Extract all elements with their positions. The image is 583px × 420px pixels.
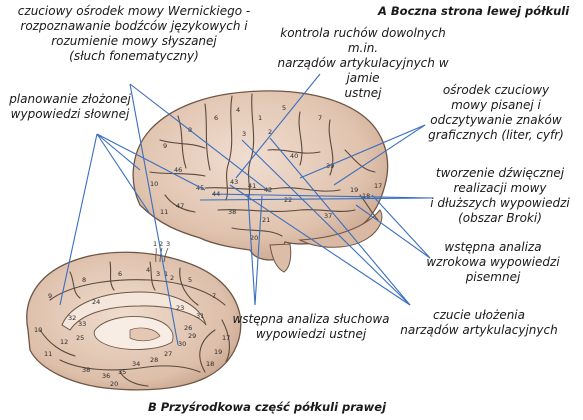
area-number: 20 (250, 234, 258, 242)
marker-number: 1 (153, 240, 157, 248)
pointer-planning-3 (59, 133, 98, 306)
pointer-visual-1 (355, 204, 431, 259)
lateral-area-numbers: 4 6 8 9 10 46 45 44 47 11 3 1 2 5 7 40 3… (150, 104, 382, 242)
pointer-planning-1 (96, 133, 206, 191)
area-number: 17 (222, 334, 230, 342)
area-number: 22 (284, 196, 292, 204)
area-number: 21 (262, 216, 270, 224)
marker-number: 3 (166, 240, 170, 248)
pointer-auditory-2 (254, 195, 263, 306)
pointer-planning-4 (96, 133, 141, 171)
area-number: 41 (248, 182, 256, 190)
area-number: 3 (156, 270, 160, 278)
area-number: 11 (44, 350, 52, 358)
area-number: 3 (242, 130, 246, 138)
area-number: 38 (82, 366, 90, 374)
area-number: 2 (170, 274, 174, 282)
medial-marker-numbers: 1 2 3 (153, 240, 170, 248)
lateral-brain-illustration: 4 6 8 9 10 46 45 44 47 11 3 1 2 5 7 40 3… (132, 90, 389, 273)
area-number: 38 (228, 208, 236, 216)
area-number: 1 (164, 270, 168, 278)
area-number: 9 (48, 292, 52, 300)
area-number: 4 (146, 266, 150, 274)
pointer-lines (59, 73, 434, 346)
area-number: 26 (184, 324, 192, 332)
area-number: 32 (68, 314, 76, 322)
area-number: 43 (230, 178, 238, 186)
label-articulation-sense: czucie ułożenia narządów artykulacyjnych (400, 308, 558, 337)
pointer-articulation-1 (241, 139, 411, 306)
title-lateral-view: A Boczna strona lewej półkuli (378, 4, 570, 18)
area-number: 17 (374, 182, 382, 190)
area-number: 18 (362, 192, 370, 200)
pointer-broca-1 (211, 193, 434, 199)
area-number: 5 (188, 276, 192, 284)
area-number: 23 (176, 304, 184, 312)
area-number: 6 (214, 114, 218, 122)
pointer-visual-2 (371, 194, 431, 259)
label-auditory-analysis: wstępna analiza słuchowa wypowiedzi ustn… (232, 312, 390, 341)
pointer-planning-2 (96, 133, 151, 215)
label-broca: tworzenie dźwięcznej realizacji mowy i d… (430, 166, 570, 225)
pointer-articulation-2 (269, 137, 411, 306)
area-number: 11 (160, 208, 168, 216)
area-number: 28 (150, 356, 158, 364)
area-number: 10 (150, 180, 158, 188)
area-number: 34 (132, 360, 140, 368)
title-medial-view: B Przyśrodkowa część półkuli prawej (148, 400, 387, 414)
area-number: 25 (76, 334, 84, 342)
area-number: 29 (188, 332, 196, 340)
label-wernicke: czuciowy ośrodek mowy Wernickiego - rozp… (17, 4, 251, 63)
marker-number: 2 (159, 240, 163, 248)
area-number: 6 (118, 270, 122, 278)
area-number: 47 (176, 202, 184, 210)
pointer-auditory-1 (247, 194, 256, 306)
area-number: 46 (174, 166, 182, 174)
area-number: 9 (163, 142, 167, 150)
pointer-motor-control (235, 73, 321, 179)
pointer-wernicke-medial (129, 83, 179, 346)
area-number: 20 (110, 380, 118, 388)
medial-brain-illustration: 1 2 3 6 4 3 1 2 5 7 8 9 24 23 31 26 29 3… (26, 240, 242, 391)
area-number: 12 (60, 338, 68, 346)
area-number: 40 (290, 152, 298, 160)
area-number: 24 (92, 298, 100, 306)
area-number: 36 (102, 372, 110, 380)
label-writing-center: ośrodek czuciowy mowy pisanej i odczytyw… (428, 83, 564, 142)
medial-area-numbers: 6 4 3 1 2 5 7 8 9 24 23 31 26 29 30 32 3… (34, 266, 230, 388)
label-visual-analysis: wstępna analiza wzrokowa wypowiedzi pise… (426, 240, 560, 284)
area-number: 8 (82, 276, 86, 284)
pointer-writing-2 (333, 124, 426, 186)
area-number: 2 (268, 128, 272, 136)
area-number: 18 (206, 360, 214, 368)
label-planning: planowanie złożonej wypowiedzi słownej (9, 92, 131, 121)
area-number: 19 (214, 348, 222, 356)
area-number: 31 (196, 312, 204, 320)
area-number: 7 (212, 292, 216, 300)
area-number: 5 (282, 104, 286, 112)
pointer-writing-1 (299, 124, 426, 179)
area-number: 37 (324, 212, 332, 220)
area-number: 33 (78, 320, 86, 328)
area-number: 35 (118, 368, 126, 376)
area-number: 27 (164, 350, 172, 358)
area-number: 4 (236, 106, 240, 114)
area-number: 39 (326, 162, 334, 170)
pointer-broca-2 (199, 197, 434, 201)
area-number: 1 (258, 114, 262, 122)
area-number: 10 (34, 326, 42, 334)
area-number: 30 (178, 340, 186, 348)
pointer-articulation-3 (229, 184, 411, 306)
pointer-wernicke (129, 83, 271, 193)
area-number: 7 (318, 114, 322, 122)
area-number: 19 (350, 186, 358, 194)
label-motor-control: kontrola ruchów dowolnych m.in. narządów… (277, 26, 449, 100)
